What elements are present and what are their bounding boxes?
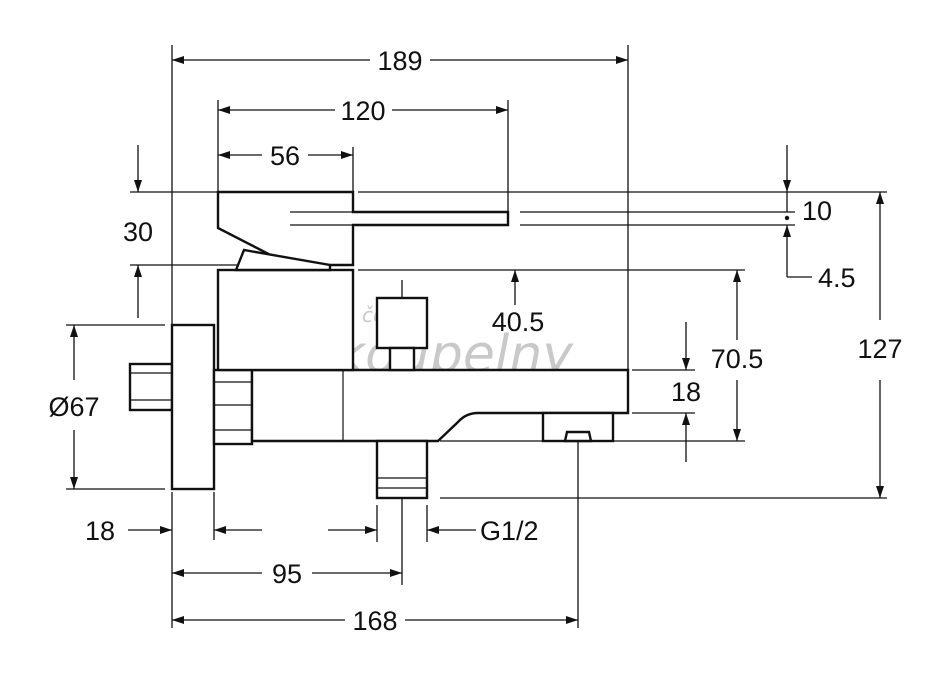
- dim-wall-to-outlet: 95: [272, 559, 302, 589]
- dim-handle-height: 30: [123, 217, 153, 247]
- dim-spout-top: 70.5: [711, 344, 764, 374]
- diverter-knob: [375, 296, 429, 350]
- cartridge-housing: [216, 268, 355, 372]
- lever-handle: [216, 190, 510, 267]
- dim-lever-thickness: 10: [802, 196, 832, 226]
- dim-spout-thickness: 18: [671, 377, 701, 407]
- handle-neck: [234, 248, 332, 272]
- spout-body: [250, 368, 630, 443]
- dim-diverter-height: 40.5: [492, 307, 545, 337]
- dim-handle-length: 120: [340, 96, 385, 126]
- dim-outlet-thread: G1/2: [480, 516, 539, 546]
- dim-width-total: 189: [377, 46, 422, 76]
- extension-lines: [66, 45, 887, 628]
- dimension-labels: 189 120 56 30 10 4.5 127 70.5 40.5 18 Ø6…: [48, 46, 902, 636]
- wall-flange: [170, 323, 216, 491]
- dim-handle-base: 56: [270, 141, 300, 171]
- diverter-stem: [388, 346, 416, 372]
- faucet-outline: [128, 190, 630, 500]
- dim-lever-gap: 4.5: [818, 263, 856, 293]
- dim-wall-to-spout: 168: [352, 606, 397, 636]
- dimension-lines: [70, 56, 884, 624]
- dim-overall-height: 127: [857, 334, 902, 364]
- outlet-connector: [375, 439, 429, 500]
- dim-flange-depth: 18: [85, 516, 115, 546]
- hex-nut: [212, 368, 254, 446]
- dim-flange-diameter: Ø67: [48, 392, 99, 422]
- inlet-connector: [128, 362, 174, 412]
